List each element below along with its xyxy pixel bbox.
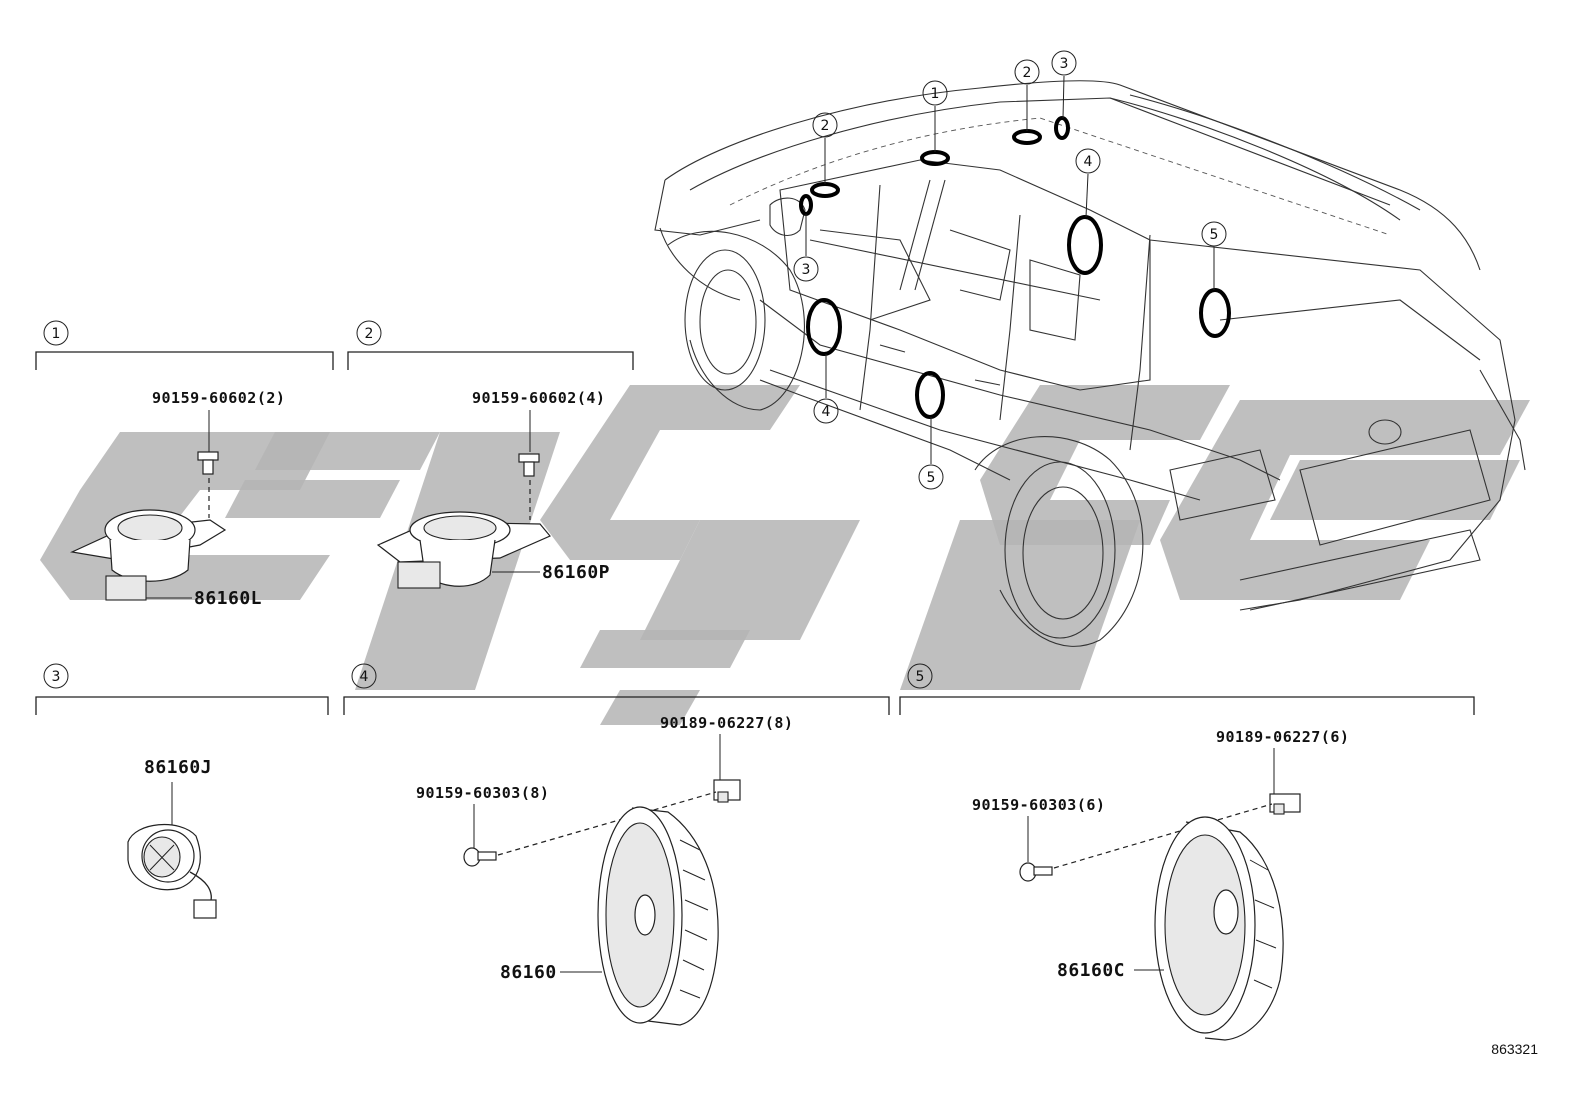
group-5: 5 90189-06227(6) 90159-60303(6) 86160C [899,663,1475,1041]
group-bracket [35,696,329,715]
watermark-logo [40,385,1530,725]
callout-circle [922,80,948,106]
callout-label: 1 [931,86,940,102]
group-index-circle [43,320,69,346]
callout-circle [812,112,838,138]
fastener-label: 90159-60303(8) [416,784,549,802]
tweeter-small-icon [127,823,217,919]
group-index-circle [43,663,69,689]
callout-label: 4 [1084,154,1093,170]
callout-circle [813,398,839,424]
screw-icon [463,847,497,867]
midrange-speaker-icon [376,511,551,589]
group-4: 4 90189-06227(8) 90159-60303(8) 86160 [343,663,890,1026]
bolt-icon [518,453,540,477]
fastener-label: 90159-60602(2) [152,389,285,407]
fastener-label: 90159-60602(4) [472,389,605,407]
callout-label: 5 [1210,227,1219,243]
part-number: 86160P [542,562,610,583]
part-number: 86160C [1057,960,1125,981]
callout-label: 3 [1060,56,1069,72]
callout-label: 5 [927,470,936,486]
fastener-label: 90189-06227(6) [1216,728,1349,746]
callout-label: 2 [821,118,830,134]
bolt-icon [197,451,219,475]
group-3: 3 86160J [35,663,329,919]
group-index: 4 [360,669,369,685]
group-index: 5 [916,669,925,685]
callout-circle [1014,59,1040,85]
group-bracket [35,351,334,370]
fastener-label: 90189-06227(8) [660,714,793,732]
group-index: 1 [52,326,61,342]
group-1: 1 90159-60602(2) 86160L [35,320,334,609]
group-bracket [899,696,1475,715]
rear-door-speaker-icon [1154,816,1284,1041]
callout-circle [1051,50,1077,76]
group-bracket [343,696,890,715]
part-number: 86160 [500,962,557,983]
clip-nut-icon [1269,793,1301,815]
part-number: 86160J [144,757,212,778]
group-index-circle [907,663,933,689]
callout-circle [918,464,944,490]
callout-circle [1075,148,1101,174]
group-2: 2 90159-60602(4) 86160P [347,320,634,589]
group-index: 2 [365,326,374,342]
callout-label: 4 [822,404,831,420]
callout-circle [1201,221,1227,247]
diagram-reference-code: 863321 [1491,1041,1538,1057]
group-index: 3 [52,669,61,685]
callout-label: 3 [802,262,811,278]
clip-nut-icon [713,779,741,803]
callout-circle [793,256,819,282]
vehicle-illustration: 2 1 2 3 3 4 4 5 5 [654,50,1526,647]
group-index-circle [351,663,377,689]
screw-icon [1019,862,1053,882]
part-number: 86160L [194,588,262,609]
door-speaker-icon [597,806,719,1026]
group-bracket [347,351,634,370]
fastener-label: 90159-60303(6) [972,796,1105,814]
group-index-circle [356,320,382,346]
callout-label: 2 [1023,65,1032,81]
tweeter-speaker-icon [69,509,227,601]
